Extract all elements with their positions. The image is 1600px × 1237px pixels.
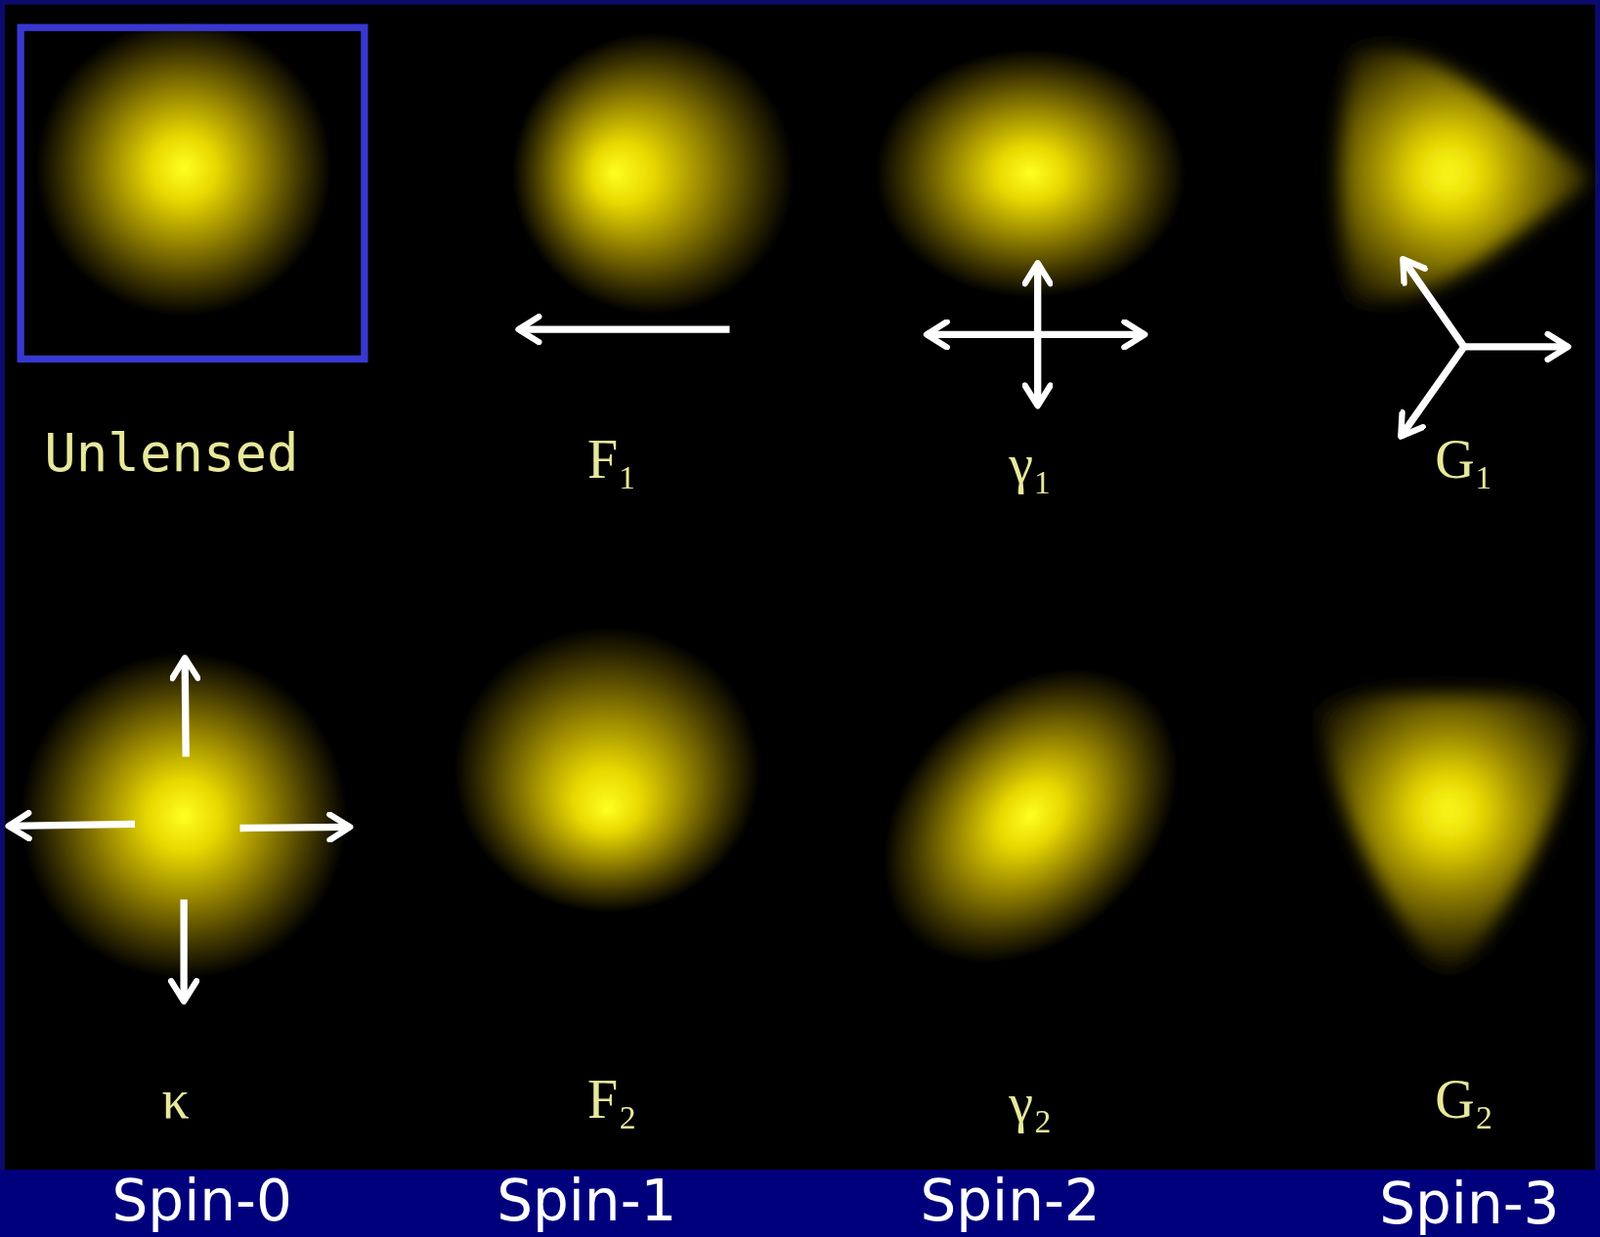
- panel-label: G₂: [1434, 1072, 1494, 1127]
- g2-blob: [1318, 693, 1578, 970]
- panel-label: F₂: [587, 1072, 638, 1127]
- panel-label: G₁: [1434, 432, 1494, 487]
- kappa-arrow-left: [8, 823, 135, 826]
- f2-blob: [454, 627, 761, 913]
- panel-label: γ₁: [1008, 436, 1052, 492]
- spin-label: Spin-0: [112, 1172, 293, 1230]
- f1-arrow: [518, 325, 730, 333]
- gamma2-blob: [824, 610, 1237, 1023]
- g1-blob: [1339, 47, 1590, 303]
- g1-arrow-b: [1402, 259, 1465, 347]
- gamma1-blob: [875, 48, 1186, 299]
- panel-label: κ: [161, 1072, 189, 1127]
- g1-arrow-c: [1400, 346, 1465, 437]
- spin-label: Spin-1: [496, 1172, 677, 1230]
- spin-label: Spin-3: [1379, 1175, 1559, 1233]
- unlensed-blob: [36, 20, 333, 317]
- panel-label: F₁: [587, 432, 638, 487]
- kappa-arrow-down: [179, 900, 187, 1002]
- panel-label: γ₂: [1008, 1076, 1052, 1131]
- g1-arrow-a: [1464, 343, 1568, 350]
- kappa-arrow-up: [184, 657, 186, 757]
- spin-label: Spin-2: [919, 1172, 1100, 1230]
- panel-label: Unlensed: [43, 427, 299, 480]
- highlight-box: [20, 27, 365, 359]
- gamma1-arrow-v: [1034, 262, 1041, 406]
- kappa-arrow-right: [240, 826, 351, 828]
- spin-band: [0, 1169, 1600, 1237]
- f1-blob: [512, 32, 794, 314]
